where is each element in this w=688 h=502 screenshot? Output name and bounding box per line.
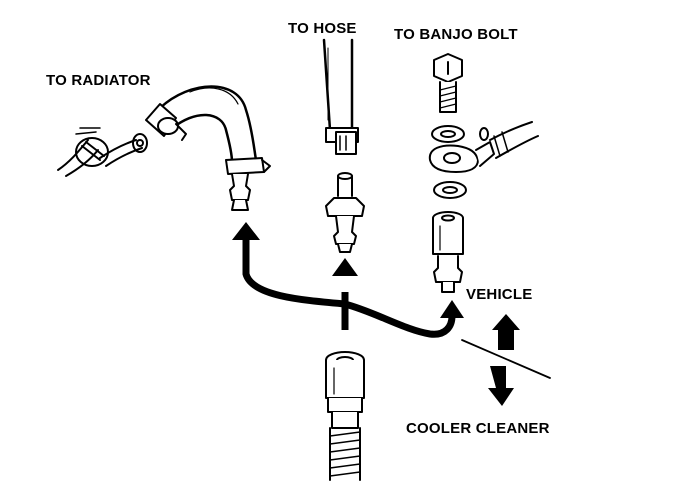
radiator-fitting <box>57 127 148 177</box>
radiator-hose <box>145 85 271 211</box>
flow-path <box>242 240 456 338</box>
flow-arrow-middle <box>332 258 358 276</box>
cleaner-arrow-down <box>488 366 514 406</box>
middle-hose <box>322 38 359 155</box>
divider-line <box>461 339 551 379</box>
flow-arrow-right <box>440 300 464 318</box>
banjo-fitting <box>428 121 539 173</box>
middle-fitting <box>325 172 365 253</box>
vehicle-arrow-up <box>492 314 520 350</box>
label-cooler-cleaner: COOLER CLEANER <box>406 420 550 437</box>
washer-bottom <box>433 181 467 199</box>
label-to-banjo-bolt: TO BANJO BOLT <box>394 26 518 43</box>
label-to-radiator: TO RADIATOR <box>46 72 151 89</box>
banjo-bolt <box>433 53 463 113</box>
washer-top <box>431 125 465 143</box>
label-to-hose: TO HOSE <box>288 20 357 37</box>
cleaner-fitting <box>325 351 365 481</box>
banjo-adapter <box>432 211 464 293</box>
flow-arrow-left <box>232 222 260 240</box>
label-vehicle: VEHICLE <box>466 286 533 303</box>
